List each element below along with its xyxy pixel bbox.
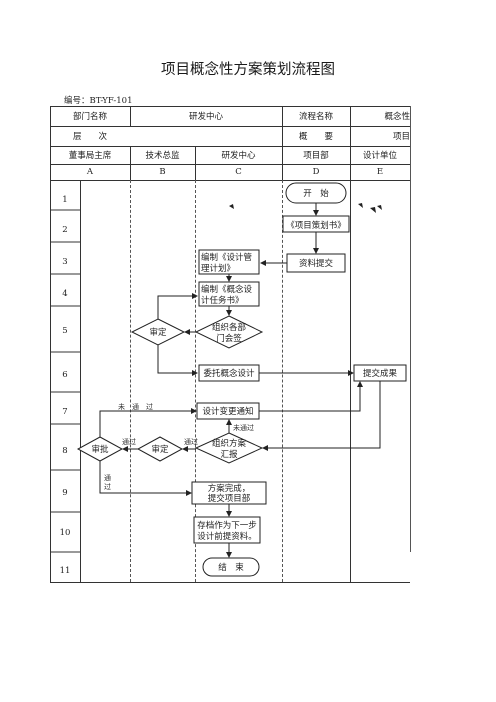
org-meeting-line1: 组织各部 bbox=[212, 322, 247, 333]
dept-label: 部门名称 bbox=[72, 112, 107, 122]
grid-line bbox=[350, 146, 351, 180]
summary-label: 概 要 bbox=[298, 132, 333, 142]
connector bbox=[259, 381, 363, 412]
row-number: 2 bbox=[62, 225, 68, 235]
org-report-diamond bbox=[194, 432, 264, 464]
lane-letter-b: B bbox=[159, 167, 166, 177]
connector bbox=[157, 345, 198, 376]
archive-line1: 存档作为下一步 bbox=[197, 520, 257, 531]
lane-letter-e: E bbox=[376, 167, 384, 177]
edge-label-not-passed: 未 通 过 bbox=[118, 402, 153, 411]
grid-line bbox=[350, 106, 351, 146]
plan-book-label: 《项目策划书》 bbox=[286, 220, 346, 231]
row-number: 7 bbox=[62, 407, 68, 417]
org-meeting-diamond bbox=[194, 315, 264, 349]
end-label: 结 束 bbox=[218, 562, 244, 573]
row-number: 4 bbox=[62, 289, 68, 299]
connector bbox=[262, 381, 381, 451]
plan-done-line1: 方案完成， bbox=[208, 483, 251, 494]
grid-line bbox=[50, 164, 410, 165]
grid-line bbox=[50, 180, 410, 181]
row-number: 8 bbox=[62, 446, 68, 456]
lane-letter-d: D bbox=[312, 167, 320, 177]
connector bbox=[99, 408, 197, 437]
grid-line bbox=[50, 146, 410, 147]
level-label: 层 次 bbox=[72, 132, 107, 142]
end-terminator bbox=[202, 557, 260, 577]
lane-letter-c: C bbox=[235, 167, 242, 177]
lane-divider bbox=[130, 180, 131, 582]
grid-line bbox=[130, 146, 131, 180]
lane-header-c: 研发中心 bbox=[221, 151, 256, 161]
grid-line bbox=[50, 582, 410, 583]
org-report-line1: 组织方案 bbox=[212, 438, 247, 449]
row-number: 5 bbox=[62, 326, 68, 336]
org-report-line2: 汇报 bbox=[220, 449, 238, 460]
edge-label-passed-a: 通过 bbox=[122, 437, 136, 446]
lane-divider bbox=[350, 180, 351, 582]
submit-data-label: 资料提交 bbox=[299, 258, 334, 269]
summary-value: 项目 bbox=[392, 132, 410, 142]
row-number: 6 bbox=[62, 370, 68, 380]
approve-b8-label: 审定 bbox=[151, 444, 169, 455]
row-number: 3 bbox=[62, 257, 68, 267]
lane-divider bbox=[282, 180, 283, 582]
dept-value: 研发中心 bbox=[188, 112, 223, 122]
lane-divider bbox=[195, 180, 196, 582]
grid-line bbox=[130, 106, 131, 126]
connector bbox=[157, 293, 198, 319]
concept-task-line2: 计任务书》 bbox=[201, 295, 244, 306]
start-label: 开 始 bbox=[303, 188, 329, 199]
connector bbox=[99, 461, 192, 496]
plan-done-line2: 提交项目部 bbox=[208, 493, 251, 504]
process-value: 概念性 bbox=[384, 112, 410, 122]
stray-arrow bbox=[229, 204, 234, 209]
edge-label-passed-down-2: 过 bbox=[104, 482, 111, 491]
grid-line bbox=[195, 146, 196, 180]
stray-arrow bbox=[358, 203, 363, 208]
grid-line bbox=[50, 126, 410, 127]
lane-header-e: 设计单位 bbox=[362, 151, 397, 161]
approve-b8-diamond bbox=[136, 436, 184, 462]
lane-header-d: 项目部 bbox=[303, 151, 329, 161]
mgmt-plan-line2: 理计划》 bbox=[201, 263, 235, 274]
grid-line bbox=[80, 180, 81, 582]
mgmt-plan-line1: 编制《设计管 bbox=[201, 252, 252, 263]
entrust-label: 委托概念设计 bbox=[203, 368, 255, 379]
stray-arrow bbox=[377, 205, 382, 210]
edge-label-passed-down-1: 通 bbox=[104, 473, 111, 482]
change-notice-label: 设计变更通知 bbox=[202, 406, 253, 417]
lane-letter-a: A bbox=[86, 167, 94, 177]
row-number: 10 bbox=[59, 528, 71, 538]
edge-label-passed-b: 通过 bbox=[184, 437, 198, 446]
stray-arrow bbox=[370, 207, 376, 213]
lane-header-a: 董事局主席 bbox=[68, 151, 112, 161]
page-title: 项目概念性方案策划流程图 bbox=[161, 62, 335, 78]
document-number: 编号：BT-YF-101 bbox=[64, 96, 133, 106]
concept-task-line1: 编制《概念设 bbox=[201, 284, 253, 295]
lane-header-b: 技术总监 bbox=[145, 151, 180, 161]
archive-box bbox=[193, 516, 261, 544]
row-number: 11 bbox=[59, 566, 71, 576]
row-number: 9 bbox=[62, 488, 68, 498]
grid-line bbox=[282, 106, 283, 180]
edge-label-not-passed-8: 未通过 bbox=[233, 423, 254, 432]
grid-line bbox=[50, 106, 51, 582]
process-label: 流程名称 bbox=[298, 112, 333, 122]
row-number: 1 bbox=[62, 195, 68, 205]
org-meeting-line2: 门会签 bbox=[216, 333, 242, 344]
archive-line2: 设计前提资料。 bbox=[197, 531, 257, 542]
grid-line bbox=[50, 106, 410, 107]
right-edge bbox=[410, 106, 411, 552]
review-a8-label: 审批 bbox=[91, 444, 109, 455]
approve-b5-label: 审定 bbox=[149, 327, 167, 338]
submit-result-label: 提交成果 bbox=[363, 368, 398, 379]
